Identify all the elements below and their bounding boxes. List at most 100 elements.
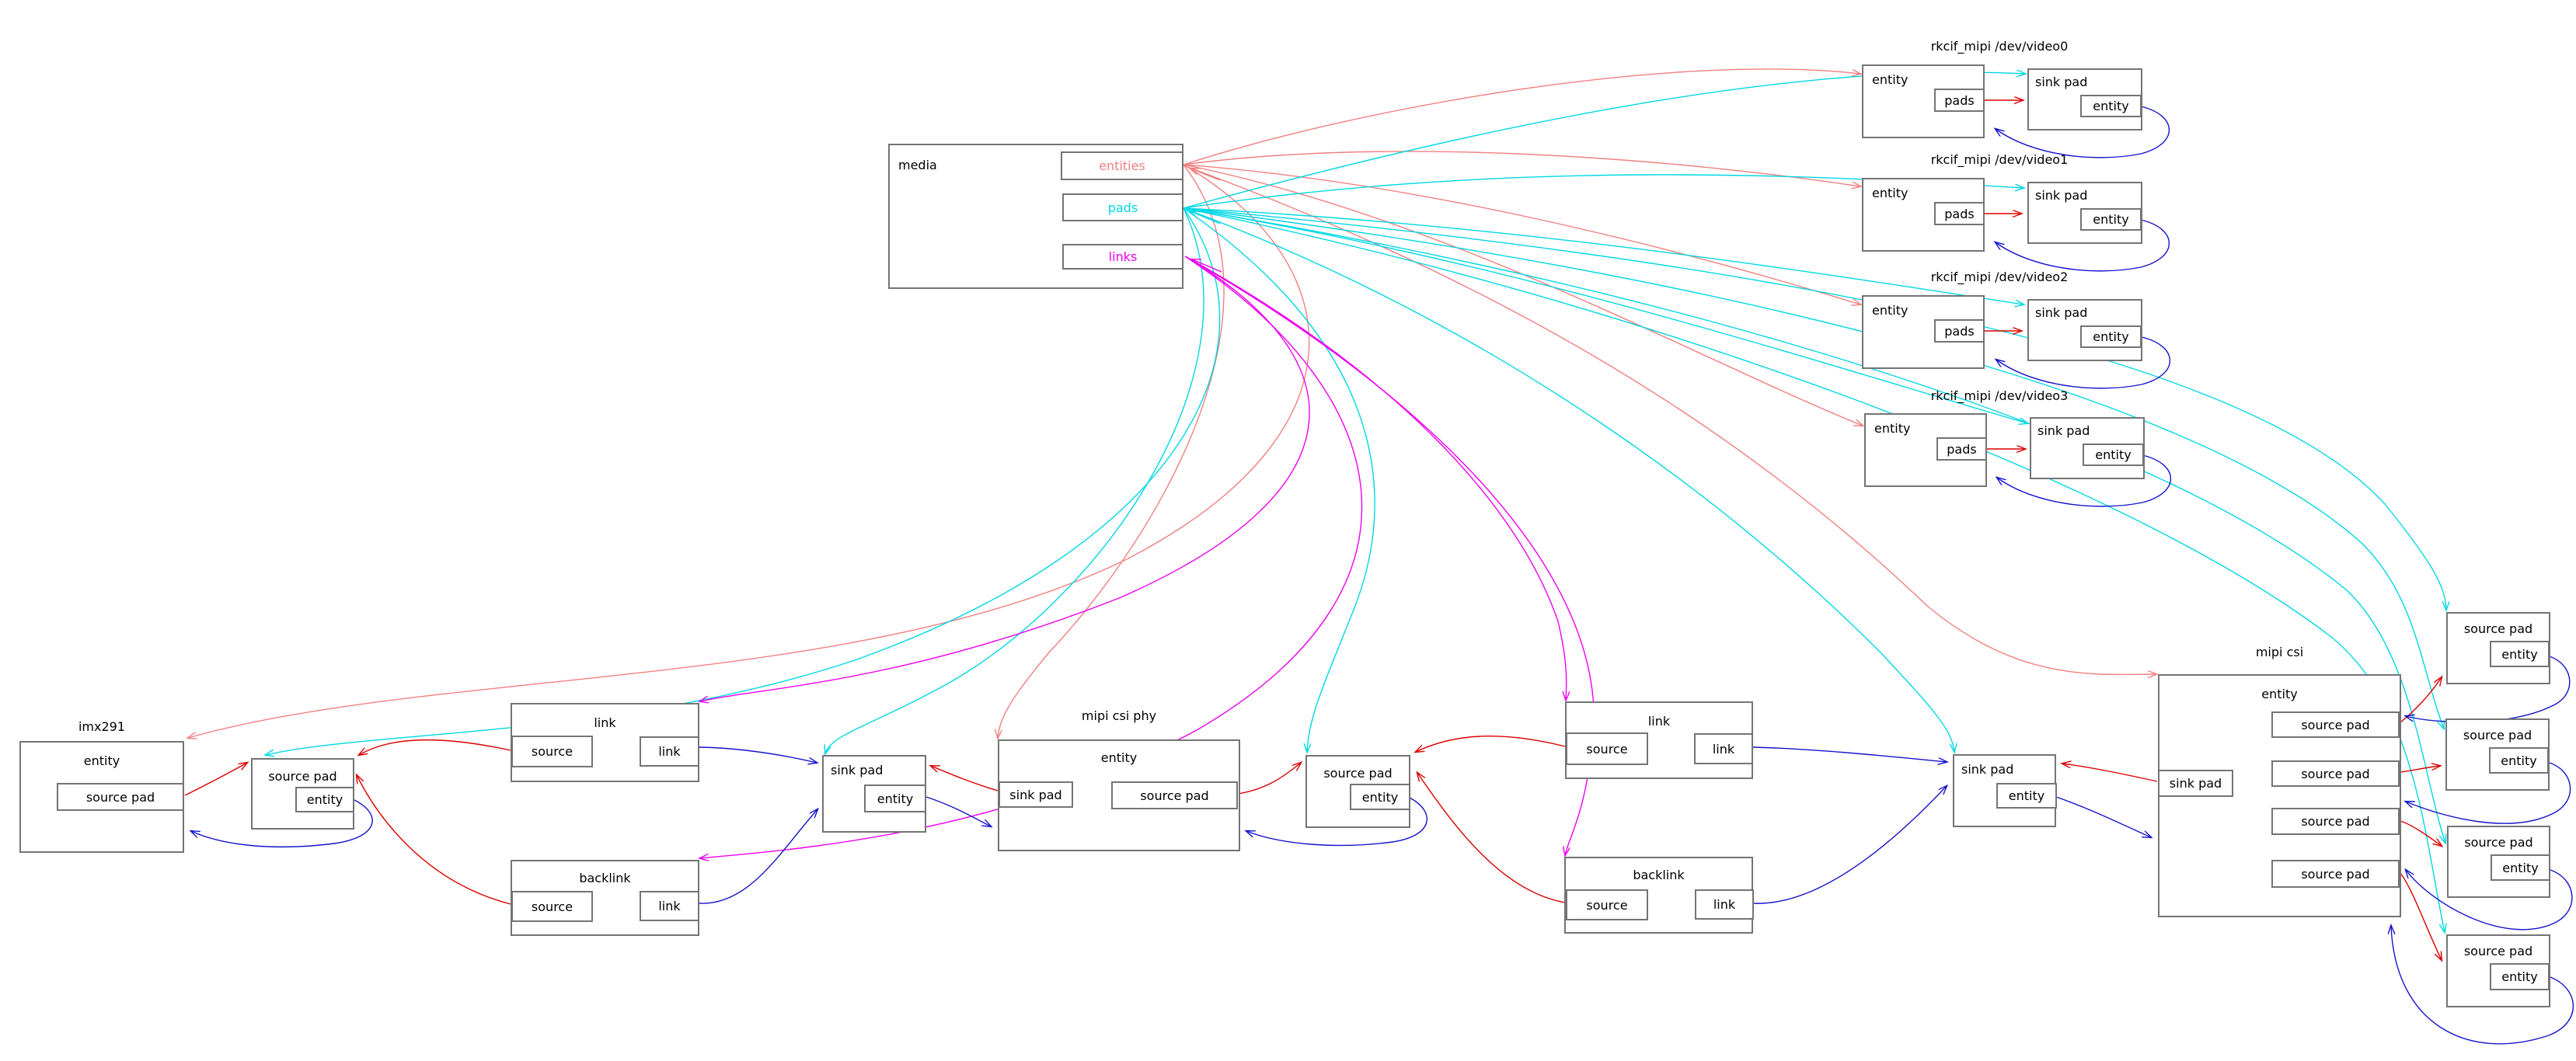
source-pad-2-entity-ref-label: entity (1361, 789, 1399, 805)
rkcif0-sink-pad-label: sink pad (2035, 75, 2088, 89)
media-pads-ref-box: pads (1062, 193, 1183, 221)
csi-source-pad-ref-4: source pad (2271, 860, 2400, 888)
phy-title: mipi csi phy (1081, 708, 1157, 723)
rkcif3-pads-ref-box: pads (1936, 437, 1987, 461)
backlink-2-link-ref-label: link (1713, 897, 1736, 912)
csi-pad-3-entity-ref-label: entity (2502, 860, 2539, 875)
sink-pad-2-label: sink pad (1961, 762, 2014, 777)
source-pad-2-label: source pad (1323, 766, 1393, 781)
sink-pad-1-entity-ref-box: entity (864, 784, 926, 812)
csi-source-pad-ref-4-label: source pad (2301, 866, 2370, 882)
rkcif0-title: rkcif_mipi /dev/video0 (1930, 39, 2069, 54)
rkcif1-entity-ref-box: entity (2080, 208, 2142, 231)
link-2-title: link (1647, 714, 1671, 729)
csi-source-pad-ref-2: source pad (2271, 760, 2400, 787)
link-2-link-ref-label: link (1712, 741, 1735, 757)
rkcif0-pads-ref-box: pads (1934, 89, 1985, 112)
csi-pad-3-entity-ref-box: entity (2491, 854, 2550, 881)
phy-source-pad-ref-label: source pad (1140, 788, 1209, 803)
backlink-1-source-ref-box: source (511, 891, 593, 922)
csi-sink-pad-ref-box: sink pad (2158, 770, 2233, 797)
link-2-link-ref-box: link (1694, 733, 1753, 764)
phy-entity-label: entity (1100, 750, 1138, 765)
backlink-1-link-ref-box: link (640, 891, 699, 921)
rkcif2-entity-ref-box: entity (2080, 325, 2142, 348)
sink-pad-1-label: sink pad (831, 763, 884, 777)
csi-pad-4-label: source pad (2463, 944, 2533, 958)
csi-sink-pad-ref-label: sink pad (2169, 776, 2222, 791)
rkcif2-pads-ref-box: pads (1934, 319, 1985, 343)
links-edges (700, 256, 1595, 858)
source-pad-1-entity-ref-label: entity (306, 792, 343, 807)
rkcif3-sink-pad-label: sink pad (2037, 423, 2090, 438)
rkcif2-title: rkcif_mipi /dev/video2 (1930, 270, 2069, 284)
media-entities-ref-box: entities (1061, 151, 1183, 180)
rkcif0-entity-label: entity (1872, 72, 1908, 87)
link-1-title: link (594, 715, 616, 730)
media-pads-ref-label: pads (1107, 200, 1138, 215)
source-pad-1-entity-ref-box: entity (295, 787, 354, 812)
rkcif3-pads-ref-label: pads (1947, 441, 1977, 457)
rkcif2-pads-ref-label: pads (1944, 323, 1975, 339)
pads-edges (266, 72, 2446, 932)
rkcif0-entity-ref-box: entity (2080, 95, 2142, 117)
media-entities-ref-label: entities (1099, 158, 1145, 173)
media-label: media (898, 158, 937, 172)
rkcif0-pads-ref-label: pads (1944, 92, 1975, 108)
rkcif1-pads-ref-box: pads (1934, 202, 1985, 225)
imx291-title: imx291 (78, 719, 126, 734)
csi-pad-2-entity-ref-box: entity (2489, 747, 2549, 774)
rkcif1-sink-pad-label: sink pad (2035, 188, 2088, 203)
rkcif3-entity-label: entity (1874, 421, 1911, 436)
rkcif2-entity-label: entity (1872, 303, 1908, 318)
csi-pad-1-entity-ref-label: entity (2501, 646, 2538, 662)
media-links-ref-box: links (1062, 244, 1183, 270)
phy-sink-pad-ref-box: sink pad (999, 781, 1073, 808)
backlink-1-link-ref-label: link (658, 899, 681, 913)
phy-source-pad-ref-box: source pad (1111, 781, 1238, 809)
rkcif2-entity-ref-label: entity (2093, 329, 2129, 344)
rkcif1-entity-label: entity (1872, 186, 1908, 200)
csi-source-pad-ref-3: source pad (2271, 808, 2400, 835)
rkcif3-entity-ref-box: entity (2083, 444, 2144, 466)
csi-source-pad-ref-1: source pad (2271, 711, 2400, 738)
pad-ref-edges (184, 100, 2442, 960)
csi-pad-2-label: source pad (2463, 728, 2532, 743)
backlink-1-title: backlink (579, 871, 631, 885)
link-1-link-ref-box: link (640, 736, 699, 767)
imx291-source-pad-ref-box: source pad (57, 783, 184, 811)
rkcif0-entity-ref-label: entity (2093, 99, 2129, 113)
link-1-source-ref-label: source (531, 744, 573, 759)
csi-pad-3-label: source pad (2464, 835, 2533, 850)
backlink-2-source-ref-box: source (1566, 889, 1648, 920)
csi-source-pad-ref-1-label: source pad (2301, 717, 2370, 732)
media-links-ref-label: links (1108, 249, 1138, 264)
csi-entity-label: entity (2261, 687, 2298, 701)
rkcif3-entity-ref-label: entity (2095, 447, 2132, 462)
imx291-source-pad-ref-label: source pad (85, 789, 155, 805)
link-1-link-ref-label: link (658, 744, 681, 759)
csi-source-pad-ref-2-label: source pad (2301, 766, 2370, 781)
phy-sink-pad-ref-label: sink pad (1009, 787, 1062, 802)
backlink-2-source-ref-label: source (1586, 897, 1628, 913)
backlink-1-source-ref-label: source (531, 899, 573, 914)
link-2-source-ref-label: source (1586, 741, 1628, 757)
sink-pad-2-entity-ref-box: entity (1996, 783, 2057, 809)
backlink-2-link-ref-box: link (1695, 889, 1754, 920)
backlink-2-title: backlink (1633, 868, 1685, 882)
rkcif1-title: rkcif_mipi /dev/video1 (1930, 152, 2069, 167)
sink-pad-2-entity-ref-label: entity (2008, 788, 2045, 803)
csi-pad-1-label: source pad (2463, 621, 2533, 636)
sink-pad-1-entity-ref-label: entity (877, 791, 914, 806)
csi-pad-2-entity-ref-label: entity (2501, 753, 2537, 768)
csi-pad-4-entity-ref-label: entity (2501, 969, 2538, 984)
link-1-source-ref-box: source (511, 736, 593, 767)
csi-source-pad-ref-3-label: source pad (2301, 814, 2370, 829)
link-2-source-ref-box: source (1566, 732, 1648, 765)
csi-pad-1-entity-ref-box: entity (2490, 641, 2550, 667)
rkcif1-entity-ref-label: entity (2093, 212, 2129, 227)
rkcif3-title: rkcif_mipi /dev/video3 (1930, 388, 2069, 403)
source-pad-2-entity-ref-box: entity (1350, 784, 1410, 810)
